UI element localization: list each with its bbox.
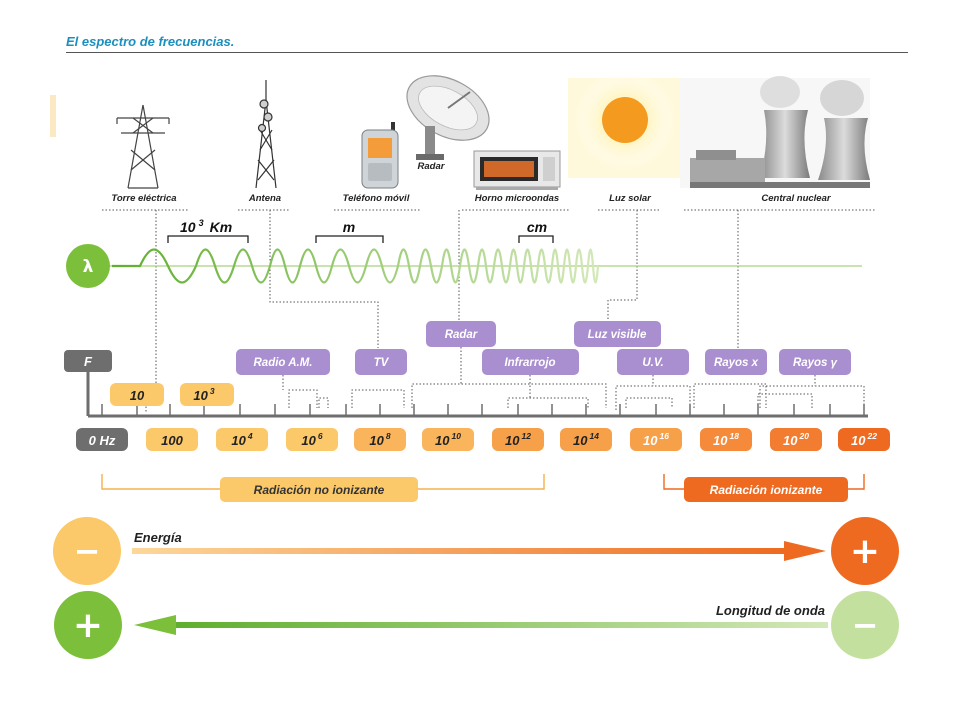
sun-icon [568, 70, 680, 178]
freq-100-text: 100 [161, 433, 183, 448]
page-title: El espectro de frecuencias. [66, 34, 235, 49]
energy-minus-badge: − [53, 517, 121, 585]
band-uv-label: U.V. [642, 357, 663, 369]
energy-plus-symbol: + [850, 531, 880, 572]
nuclear-plant-icon [680, 76, 870, 188]
freq-label-10: 10 [110, 383, 164, 406]
left-edge-strip [50, 95, 56, 137]
cm-scale-label: cm [527, 219, 547, 235]
freq-label-100: 100 [146, 428, 198, 451]
band-tv-label: TV [374, 357, 390, 369]
f-axis-badge: F [64, 350, 112, 372]
frequency-axis [86, 372, 868, 418]
band-rayos-x: Rayos x [705, 349, 767, 375]
band-tv: TV [355, 349, 407, 375]
label-torre: Torre eléctrica [111, 193, 176, 204]
wavelength-arrow [134, 615, 828, 635]
f-axis-label: F [84, 354, 93, 369]
label-movil: Teléfono móvil [343, 193, 410, 204]
band-radio-am-label: Radio A.M. [254, 357, 313, 369]
ionizing-pill: Radiación ionizante [684, 477, 848, 502]
wavelength-plus-badge: + [54, 591, 122, 659]
lambda-badge: λ [66, 244, 110, 288]
label-radar-source: Radar [418, 161, 446, 172]
band-luz-visible-label: Luz visible [588, 329, 647, 341]
energy-label: Energía [134, 530, 182, 545]
energy-minus-symbol: − [74, 532, 101, 570]
radar-dish-icon [406, 75, 490, 160]
band-rayos-gamma: Rayos γ [779, 349, 851, 375]
connector-lines [145, 210, 739, 412]
energy-plus-badge: + [831, 517, 899, 585]
m-scale-label: m [343, 219, 355, 235]
wavelength-brackets [167, 235, 554, 243]
freq-0hz-text: 0 Hz [89, 433, 116, 448]
wavelength-minus-badge: − [831, 591, 899, 659]
no-ionizing-label: Radiación no ionizante [254, 483, 385, 497]
band-rayos-x-label: Rayos x [714, 357, 759, 369]
band-radar-label: Radar [445, 329, 478, 341]
label-sol: Luz solar [609, 193, 652, 204]
wavelength-plus-symbol: + [73, 605, 103, 646]
title-divider [66, 52, 908, 53]
no-ionizing-pill: Radiación no ionizante [220, 477, 418, 502]
band-uv: U.V. [617, 349, 689, 375]
mobile-phone-icon [361, 122, 399, 189]
microwave-oven-icon [473, 150, 561, 190]
electric-tower-icon [116, 104, 170, 189]
label-central: Central nuclear [761, 193, 831, 204]
band-infrarrojo: Infrarrojo [482, 349, 579, 375]
band-rayos-gamma-label: Rayos γ [793, 357, 838, 369]
band-luz-visible: Luz visible [574, 321, 661, 347]
label-antena: Antena [248, 193, 281, 204]
band-brackets [282, 347, 865, 410]
band-radio-am: Radio A.M. [236, 349, 330, 375]
wavelength-label: Longitud de onda [716, 603, 825, 618]
lambda-symbol: λ [83, 257, 94, 277]
label-horno: Horno microondas [475, 193, 559, 204]
band-infrarrojo-label: Infrarrojo [504, 357, 555, 369]
ionizing-label: Radiación ionizante [710, 483, 823, 497]
band-radar: Radar [426, 321, 496, 347]
freq-10-text: 10 [130, 388, 145, 403]
freq-label-0hz: 0 Hz [76, 428, 128, 451]
wavelength-wave [112, 248, 600, 284]
antenna-tower-icon [255, 80, 277, 189]
wavelength-minus-symbol: − [852, 606, 879, 644]
energy-arrow [132, 541, 826, 561]
